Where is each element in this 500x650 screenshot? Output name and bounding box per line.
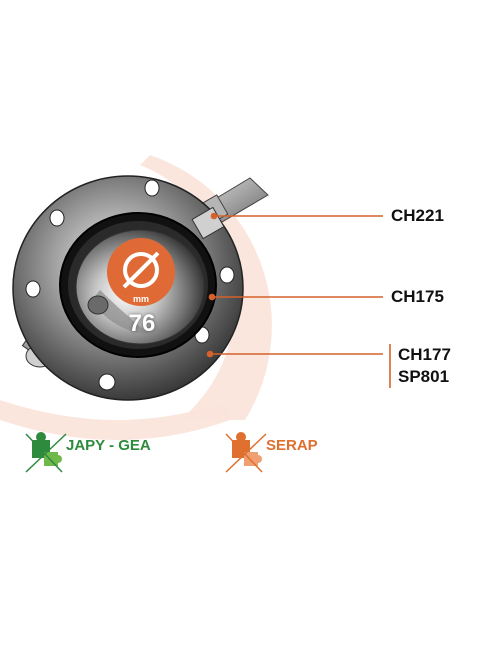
bolt-holes: [25, 179, 235, 391]
badge-unit: mm: [132, 294, 149, 304]
background-arc-lower: [0, 400, 230, 440]
callout-label-3b: SP801: [398, 367, 450, 386]
brand-japy-gea: JAPY - GEA: [66, 437, 151, 454]
diameter-badge: [107, 238, 175, 306]
diameter-icon: [122, 251, 160, 289]
callout-lines: [206, 212, 391, 388]
callout-label-3: CH177: [398, 345, 451, 364]
brand-serap: SERAP: [266, 437, 318, 454]
callout-label-1: CH221: [391, 206, 444, 225]
badge-value: 76: [128, 310, 156, 337]
callout-label-2: CH175: [391, 287, 444, 306]
puzzle-person-icon-serap: [225, 432, 267, 473]
puzzle-person-icon-japy: [25, 432, 67, 473]
